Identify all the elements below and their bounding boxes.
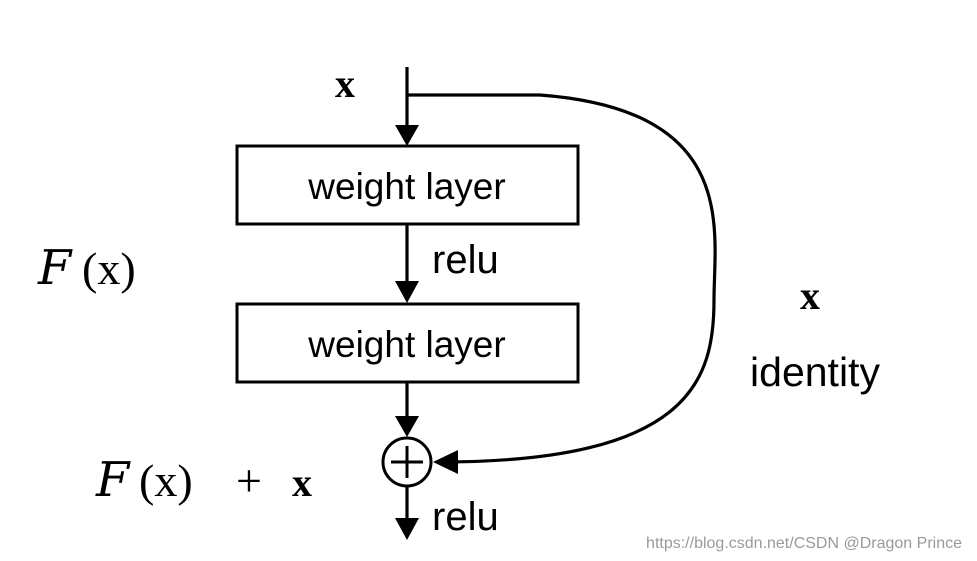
svg-text:+: + — [236, 455, 262, 506]
relu-arrowhead-1 — [395, 281, 419, 303]
relu-label-2: relu — [432, 495, 499, 539]
weight-layer-2-label: weight layer — [307, 324, 505, 365]
weight-layer-2: weight layer — [235, 302, 580, 384]
identity-shortcut-path — [407, 93, 717, 464]
input-label: x — [335, 61, 355, 106]
sum-node — [381, 436, 433, 488]
output-arrowhead — [395, 518, 419, 540]
svg-text:(x): (x) — [82, 243, 136, 294]
svg-text:F: F — [95, 452, 131, 508]
svg-text:(x): (x) — [139, 455, 193, 506]
identity-label: identity — [750, 349, 880, 395]
sum-expression-label: F (x) + x — [95, 452, 312, 508]
svg-text:x: x — [292, 460, 312, 505]
residual-function-label: F (x) — [37, 240, 136, 296]
weight-layer-1-label: weight layer — [307, 166, 505, 207]
input-arrowhead — [395, 125, 419, 146]
weight-layer-1: weight layer — [235, 144, 580, 226]
identity-shortcut-arrowhead — [433, 450, 458, 474]
shortcut-x-label: x — [800, 273, 820, 318]
sum-input-arrowhead — [395, 416, 419, 437]
svg-text:F: F — [37, 240, 73, 296]
watermark: https://blog.csdn.net/CSDN @Dragon Princ… — [646, 535, 962, 552]
relu-label-1: relu — [432, 238, 499, 282]
